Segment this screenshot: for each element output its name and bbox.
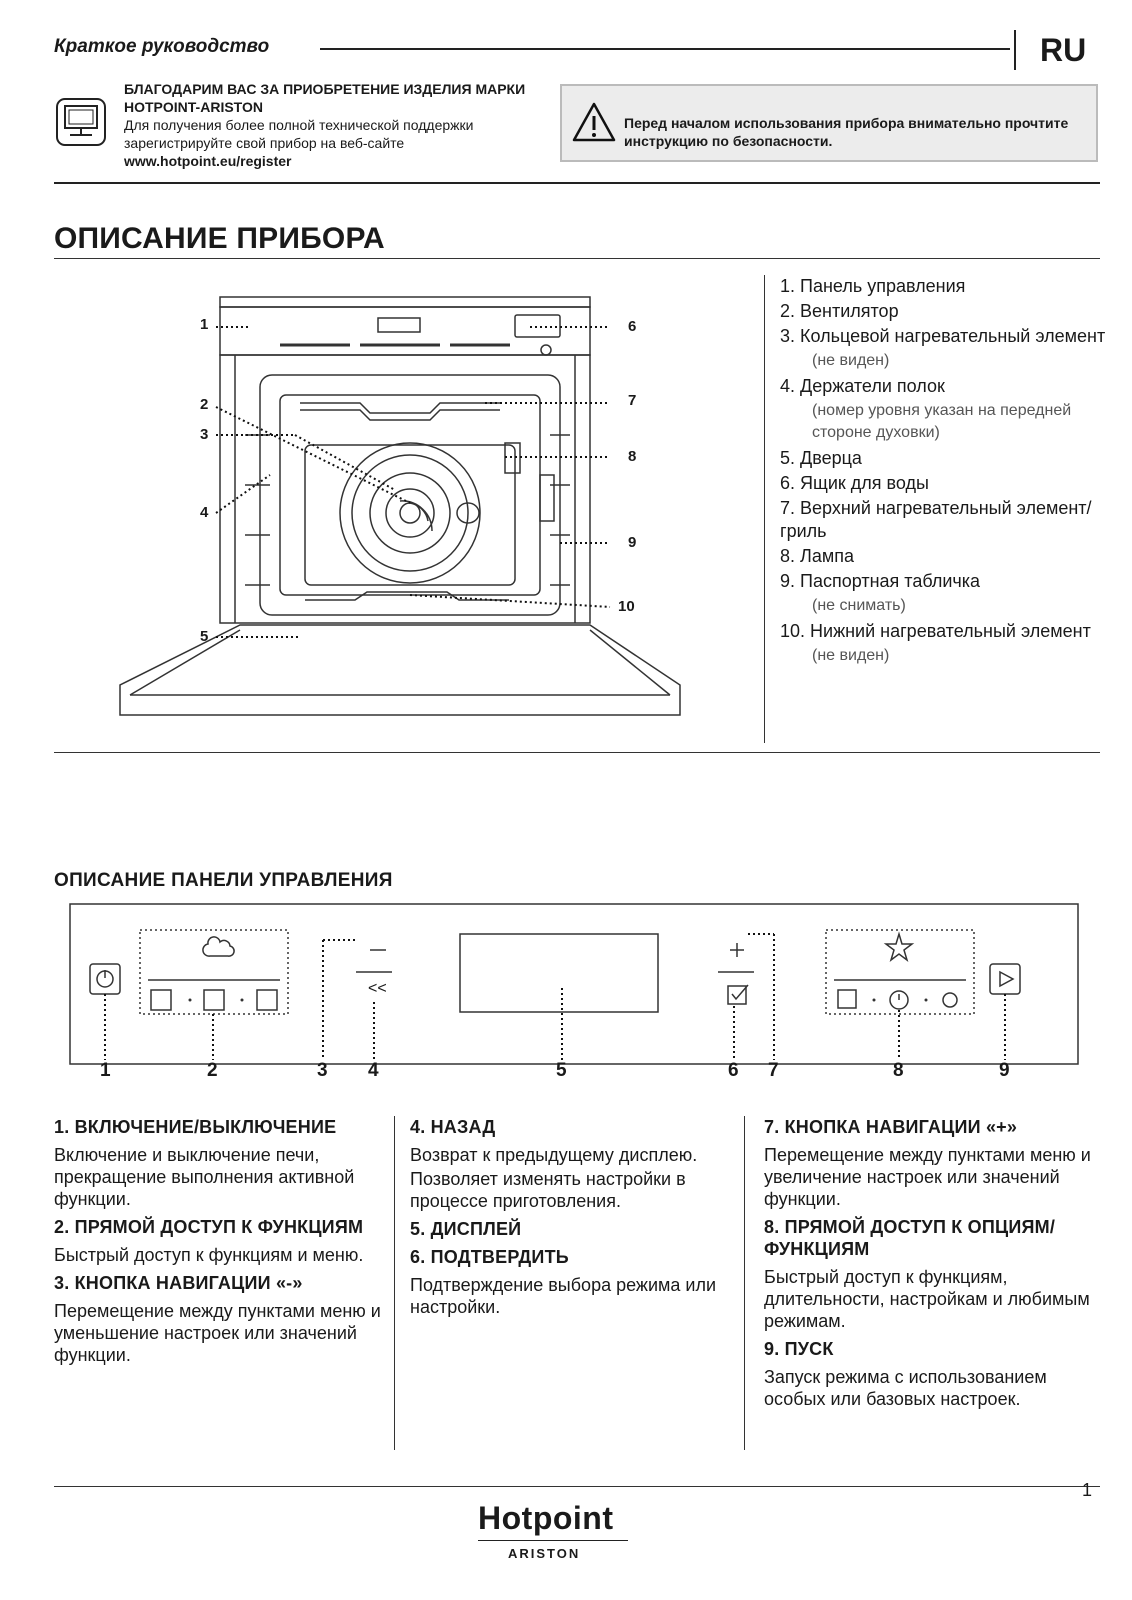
desc-title: 1. ВКЛЮЧЕНИЕ/ВЫКЛЮЧЕНИЕ [54,1117,337,1137]
appliance-section-title: ОПИСАНИЕ ПРИБОРА [54,222,385,255]
panel-callout-5: 5 [556,1060,567,1081]
panel-callout-8: 8 [893,1060,904,1081]
legend-item: 4. Держатели полок [780,376,945,396]
panel-callout-1: 1 [100,1060,111,1081]
desc-title: 3. КНОПКА НАВИГАЦИИ «-» [54,1273,303,1293]
computer-monitor-icon [56,98,106,146]
panel-callout-6: 6 [728,1060,739,1081]
register-title: БЛАГОДАРИМ ВАС ЗА ПРИОБРЕТЕНИЕ ИЗДЕЛИЯ М… [124,81,526,115]
legend-item: 2. Вентилятор [780,301,899,321]
desc-title: 2. ПРЯМОЙ ДОСТУП К ФУНКЦИЯМ [54,1217,364,1237]
header-bottom-rule [54,182,1100,184]
desc-title: 7. КНОПКА НАВИГАЦИИ «+» [764,1117,1018,1137]
panel-section-title: ОПИСАНИЕ ПАНЕЛИ УПРАВЛЕНИЯ [54,870,393,891]
legend-note: (не снимать) [812,597,906,614]
legend-note: (номер уровня указан на передней стороне… [812,402,1072,441]
desc-text: Быстрый доступ к функциям, длительности,… [764,1267,1090,1331]
legend-note: (не виден) [812,647,890,664]
column-divider [744,1116,745,1450]
register-body: Для получения более полной технической п… [124,117,474,151]
desc-text: Возврат к предыдущему дисплею. [410,1145,698,1165]
legend-item: 6. Ящик для воды [780,473,929,493]
header-rule [320,48,1010,50]
panel-callout-2: 2 [207,1060,218,1081]
oven-diagram [119,296,681,716]
desc-text: Включение и выключение печи, прекращение… [54,1145,355,1209]
description-column-1: 1. ВКЛЮЧЕНИЕ/ВЫКЛЮЧЕНИЕ Включение и выкл… [54,1116,384,1372]
appliance-callout-2: 2 [200,396,209,413]
legend-item: 7. Верхний нагревательный элемент/гриль [780,498,1092,541]
appliance-callout-5: 5 [200,628,209,645]
appliance-section-rule [54,752,1100,753]
desc-title: 8. ПРЯМОЙ ДОСТУП К ОПЦИЯМ/ ФУНКЦИЯМ [764,1217,1056,1259]
safety-warning-text: Перед началом использования прибора вним… [624,115,1069,149]
appliance-callout-8: 8 [628,448,637,465]
page-number: 1 [1081,1480,1092,1500]
legend-item: 3. Кольцевой нагревательный элемент [780,326,1106,346]
appliance-callout-1: 1 [200,316,209,333]
column-divider [394,1116,395,1450]
warning-triangle-icon [572,102,616,142]
document-title: Краткое руководство [54,36,270,57]
panel-callout-9: 9 [999,1060,1010,1081]
brand-logo: Hotpoint [478,1500,614,1536]
appliance-callout-7: 7 [628,392,637,409]
legend-item: 5. Дверца [780,448,862,468]
appliance-callout-6: 6 [628,318,637,335]
panel-callout-3: 3 [317,1060,328,1081]
footer-rule [54,1486,1100,1487]
desc-title: 6. ПОДТВЕРДИТЬ [410,1247,569,1267]
legend-item: 10. Нижний нагревательный элемент [780,621,1091,641]
desc-text: Быстрый доступ к функциям и меню. [54,1245,364,1265]
desc-text: Запуск режима с использованием особых ил… [764,1367,1047,1409]
desc-text: Позволяет изменять настройки в процессе … [410,1169,686,1211]
control-panel-diagram [69,903,1079,1065]
back-symbol: << [368,980,387,997]
appliance-callout-4: 4 [200,504,209,521]
appliance-legend: 1. Панель управления 2. Вентилятор 3. Ко… [780,275,1110,670]
brand-rule [478,1540,628,1541]
appliance-callout-9: 9 [628,534,637,551]
description-column-2: 4. НАЗАД Возврат к предыдущему дисплею. … [410,1116,740,1324]
safety-warning-box [560,84,1098,162]
legend-item: 1. Панель управления [780,276,966,296]
desc-text: Перемещение между пунктами меню и уменьш… [54,1301,381,1365]
desc-title: 5. ДИСПЛЕЙ [410,1219,522,1239]
register-text: Для получения более полной технической п… [124,116,524,170]
appliance-callout-3: 3 [200,426,209,443]
legend-divider [764,275,765,743]
header-divider [1014,30,1016,70]
description-column-3: 7. КНОПКА НАВИГАЦИИ «+» Перемещение межд… [764,1116,1104,1416]
legend-note: (не виден) [812,352,890,369]
desc-text: Перемещение между пунктами меню и увелич… [764,1145,1091,1209]
panel-callout-4: 4 [368,1060,379,1081]
desc-title: 9. ПУСК [764,1339,834,1359]
appliance-title-rule [54,258,1100,259]
language-code: RU [1040,32,1087,68]
panel-callout-7: 7 [768,1060,779,1081]
register-url[interactable]: www.hotpoint.eu/register [124,153,292,169]
brand-sub: ARISTON [508,1546,581,1561]
desc-text: Подтверждение выбора режима или настройк… [410,1275,716,1317]
legend-item: 8. Лампа [780,546,854,566]
appliance-callout-10: 10 [618,598,635,615]
desc-title: 4. НАЗАД [410,1117,496,1137]
legend-item: 9. Паспортная табличка [780,571,981,591]
